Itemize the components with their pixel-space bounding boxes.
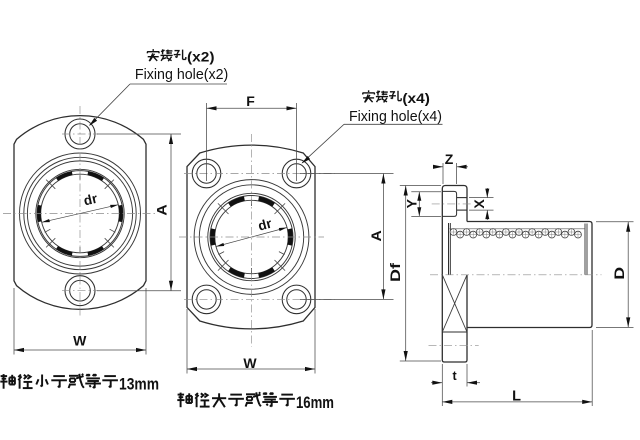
svg-text:W: W bbox=[243, 355, 257, 371]
svg-text:13mm: 13mm bbox=[119, 376, 159, 394]
svg-text:W: W bbox=[73, 333, 87, 349]
svg-text:Df: Df bbox=[387, 263, 403, 282]
svg-text:X: X bbox=[471, 199, 487, 209]
svg-text:16mm: 16mm bbox=[296, 394, 334, 412]
svg-text:Fixing hole(x4): Fixing hole(x4) bbox=[349, 108, 442, 125]
svg-text:A: A bbox=[368, 230, 384, 241]
svg-text:t: t bbox=[453, 369, 458, 383]
svg-text:dr: dr bbox=[82, 191, 99, 209]
svg-text:Fixing hole(x2): Fixing hole(x2) bbox=[135, 66, 228, 83]
svg-text:dr: dr bbox=[256, 215, 274, 233]
svg-text:(x4): (x4) bbox=[402, 90, 430, 106]
svg-text:Y: Y bbox=[403, 198, 419, 208]
svg-text:F: F bbox=[246, 93, 255, 109]
svg-text:D: D bbox=[611, 267, 627, 280]
svg-text:(x2): (x2) bbox=[187, 49, 215, 65]
svg-text:Z: Z bbox=[445, 151, 454, 167]
svg-text:L: L bbox=[512, 388, 521, 404]
svg-text:A: A bbox=[153, 204, 169, 215]
